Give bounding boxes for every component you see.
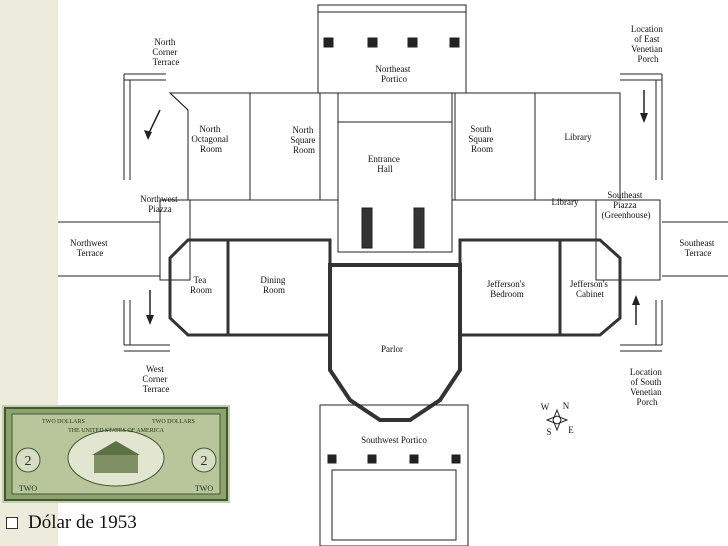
label-library-lower: Library (552, 197, 579, 207)
northeast-portico (317, 4, 467, 94)
label-north-square-room: North Square Room (290, 125, 317, 155)
label-library-upper: Library (565, 132, 592, 142)
north-corner-terrace-rail (123, 73, 166, 180)
svg-text:W: W (541, 402, 550, 412)
south-porch-rail (620, 300, 663, 352)
svg-text:TWO: TWO (195, 484, 213, 493)
east-terrace-rail (620, 73, 663, 180)
west-corner-terrace-rail (123, 300, 170, 352)
label-entrance-hall: Entrance Hall (368, 154, 402, 174)
svg-text:S: S (546, 427, 551, 437)
svg-text:TWO: TWO (19, 484, 37, 493)
label-northwest-piazza: Northwest Piazza (140, 194, 180, 214)
parlor-wall (328, 263, 462, 422)
compass-rose (545, 408, 569, 432)
label-southwest-portico: Southwest Portico (361, 435, 427, 445)
two-dollar-bill-image: TWO DOLLARS TWO DOLLARS THE UNITED STATE… (2, 405, 230, 503)
southwest-portico (319, 404, 469, 546)
label-dining-room: Dining Room (260, 275, 287, 295)
label-location-east-porch: Location of East Venetian Porch (631, 24, 665, 64)
label-northeast-portico: Northeast Portico (375, 64, 412, 84)
svg-text:2: 2 (201, 454, 208, 469)
label-tea-room: Tea Room (190, 275, 212, 295)
label-northwest-terrace: Northwest Terrace (70, 238, 110, 258)
label-southeast-terrace: Southeast Terrace (679, 238, 716, 258)
southwest-wing-wall (168, 238, 332, 337)
svg-text:TWO DOLLARS: TWO DOLLARS (152, 419, 195, 425)
svg-text:E: E (568, 425, 574, 435)
compass-labels: N S E W (541, 401, 575, 437)
svg-text:N: N (563, 401, 570, 411)
entrance-hall-outline (337, 121, 453, 253)
svg-text:2: 2 (25, 454, 32, 469)
label-north-corner-terrace: North Corner Terrace (152, 37, 179, 67)
label-southeast-piazza: Southeast Piazza (Greenhouse) (602, 190, 651, 220)
label-jeffersons-bedroom: Jefferson's Bedroom (487, 279, 527, 299)
label-north-octagonal-room: North Octagonal Room (191, 124, 230, 154)
caption: Dólar de 1953 (6, 510, 137, 536)
svg-text:THE UNITED STATES OF AMERICA: THE UNITED STATES OF AMERICA (68, 428, 165, 434)
bullet-glyph (6, 517, 18, 529)
label-south-square-room: South Square Room (468, 124, 495, 154)
label-location-south-porch: Location of South Venetian Porch (630, 367, 664, 407)
svg-text:TWO DOLLARS: TWO DOLLARS (42, 419, 85, 425)
west-terrace (58, 221, 160, 277)
label-west-corner-terrace: West Corner Terrace (142, 364, 169, 394)
east-terrace (662, 221, 728, 277)
caption-text: Dólar de 1953 (28, 512, 137, 533)
label-jeffersons-cabinet: Jefferson's Cabinet (570, 279, 610, 299)
label-parlor: Parlor (381, 344, 403, 354)
